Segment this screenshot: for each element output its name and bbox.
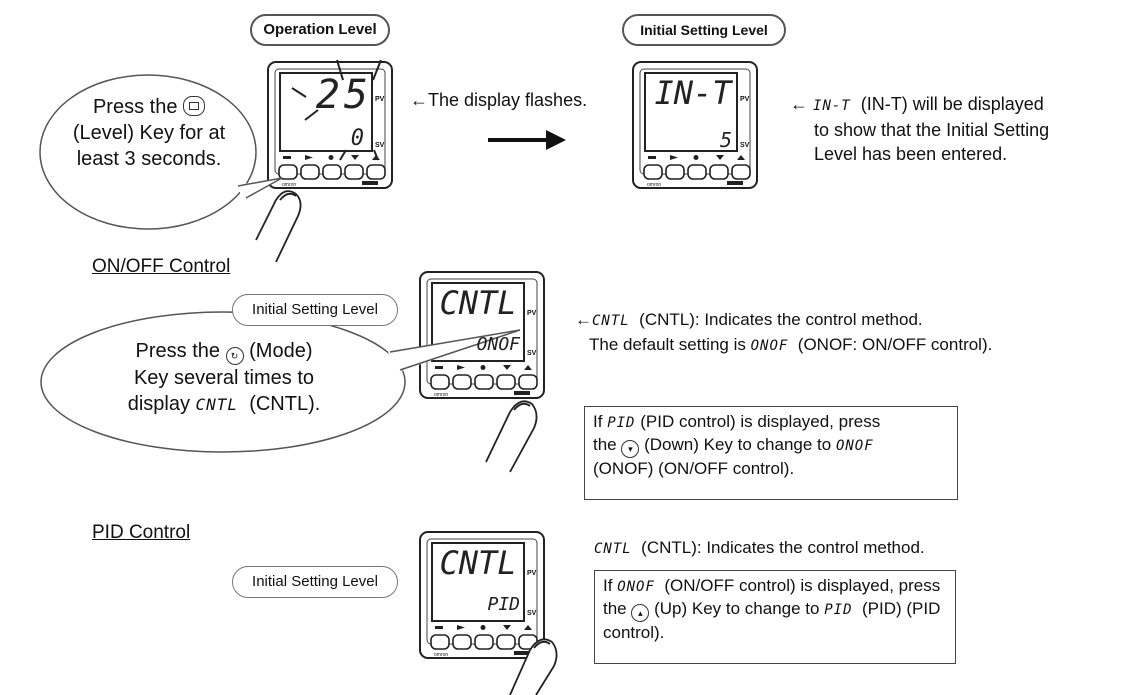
finger-press-icon xyxy=(509,638,558,695)
seg-code: PID xyxy=(607,415,636,431)
pv-tag: PV xyxy=(375,96,385,103)
initial-setting-level-label: Initial Setting Level xyxy=(232,566,398,598)
seg-code: ONOF xyxy=(617,579,655,595)
bubble-instruction-top: Press the (Level) Key for at least 3 sec… xyxy=(44,94,254,172)
seg-code: PID xyxy=(824,602,853,618)
seg-code: ONOF xyxy=(750,338,789,354)
down-key-icon: ▾ xyxy=(621,440,640,458)
seg-code: CNTL xyxy=(594,541,632,557)
box-line2a: the xyxy=(603,599,627,618)
bubble-line: Press the xyxy=(135,340,220,362)
box-if: If xyxy=(603,576,613,595)
box-line2c: (PID) (PID xyxy=(861,599,941,618)
section-title-onoff: ON/OFF Control xyxy=(92,256,231,277)
up-key-icon: ▴ xyxy=(631,604,650,622)
pid-note-line1: (CNTL): Indicates the control method. xyxy=(641,538,925,557)
section-title-pid: PID Control xyxy=(92,522,191,543)
init-note-line2: to show that the Initial Setting xyxy=(814,120,1050,140)
pv-tag: PV xyxy=(527,570,537,577)
seg-code: ONOF xyxy=(835,438,874,454)
pv-display: IN-T xyxy=(654,74,732,112)
initial-setting-level-label: Initial Setting Level xyxy=(232,294,398,326)
bubble-line: (CNTL). xyxy=(249,393,321,415)
box-line2b: (Down) Key to change to xyxy=(644,435,832,454)
arrow-right-icon xyxy=(488,130,566,150)
speech-bubble-middle xyxy=(40,311,521,453)
seg-code: CNTL xyxy=(195,395,239,414)
sv-tag: SV xyxy=(740,142,750,149)
bubble-instruction-middle: Press the ↻ (Mode) Key several times to … xyxy=(74,338,374,418)
seg-code: CNTL xyxy=(592,313,630,329)
box-line2a: the xyxy=(593,435,617,454)
sv-display: 5 xyxy=(719,128,732,152)
init-note-line1: (IN-T) will be displayed xyxy=(860,94,1044,114)
sv-display: PID xyxy=(487,594,520,615)
seg-code: IN-T xyxy=(813,98,851,114)
pv-tag: PV xyxy=(740,96,750,103)
bubble-line: least 3 seconds. xyxy=(76,148,222,170)
onoff-note: ←CNTL (CNTL): Indicates the control meth… xyxy=(575,310,993,354)
sv-tag: SV xyxy=(527,610,537,617)
init-note-line3: Level has been entered. xyxy=(814,144,1008,164)
finger-press-icon xyxy=(485,400,538,473)
level-key-icon xyxy=(183,96,206,116)
onoff-note-line2a: The default setting is xyxy=(589,335,746,354)
mode-key-icon: ↻ xyxy=(225,347,244,365)
onoff-note-line1: (CNTL): Indicates the control method. xyxy=(639,310,923,329)
pid-note: CNTL (CNTL): Indicates the control metho… xyxy=(594,536,925,561)
pv-display: CNTL xyxy=(439,284,517,322)
box-line3: control). xyxy=(603,623,665,642)
onoff-note-line2b: (ONOF: ON/OFF control). xyxy=(797,335,993,354)
box-if: If xyxy=(593,412,603,431)
onoff-hint-box: If PID (PID control) is displayed, press… xyxy=(584,406,958,500)
flash-rays xyxy=(291,59,382,161)
pv-display: 25 xyxy=(315,72,372,118)
box-line3: (ONOF) (ON/OFF control). xyxy=(593,459,795,478)
sv-display: ONOF xyxy=(476,334,520,355)
initial-setting-level-label: Initial Setting Level xyxy=(622,14,786,46)
sv-display: 0 xyxy=(350,126,364,151)
operation-level-label: Operation Level xyxy=(250,14,390,46)
pv-display: CNTL xyxy=(439,544,517,582)
bubble-line: (Mode) xyxy=(249,340,313,362)
pv-tag: PV xyxy=(527,310,537,317)
box-line1: (PID control) is displayed, press xyxy=(640,412,881,431)
flash-note: ←The display flashes. xyxy=(410,90,588,110)
bubble-line: Press the xyxy=(92,96,178,118)
finger-press-icon xyxy=(255,190,302,263)
bubble-line: display xyxy=(127,393,190,415)
sv-tag: SV xyxy=(375,142,385,149)
bubble-line: (Level) Key for at xyxy=(72,122,226,144)
bubble-line: Key several times to xyxy=(133,367,315,389)
sv-tag: SV xyxy=(527,350,537,357)
box-line1: (ON/OFF control) is displayed, press xyxy=(664,576,941,595)
box-line2b: (Up) Key to change to xyxy=(654,599,820,618)
pid-hint-box: If ONOF (ON/OFF control) is displayed, p… xyxy=(594,570,956,664)
init-note: ← IN-T (IN-T) will be displayed to show … xyxy=(790,94,1050,164)
